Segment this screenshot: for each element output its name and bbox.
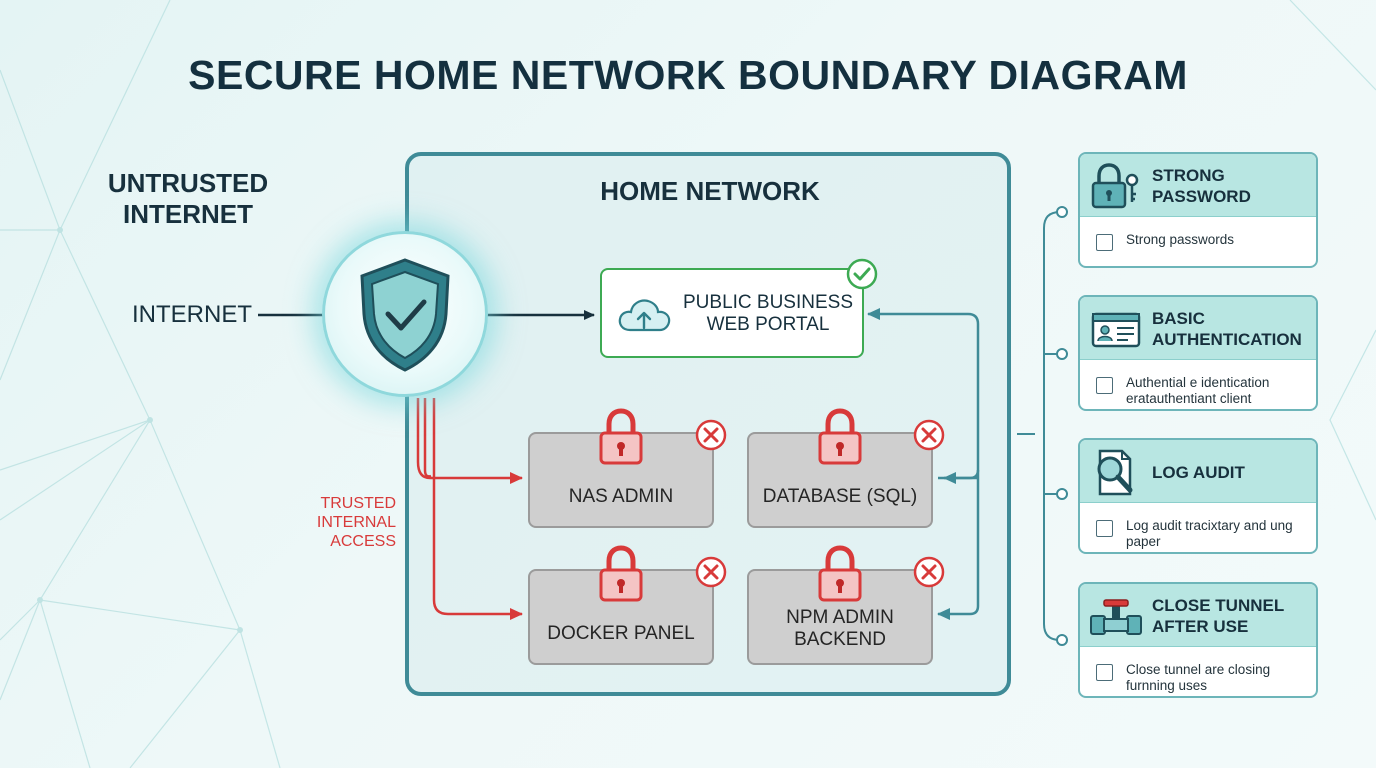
card-header: CLOSE TUNNEL AFTER USE	[1080, 584, 1316, 647]
card-text: Strong passwords	[1126, 232, 1235, 247]
card-text: Log audit tracixtary and ung paper	[1126, 518, 1293, 549]
card-header: BASIC AUTHENTICATION	[1080, 297, 1316, 360]
cloud-upload-icon	[618, 299, 671, 332]
card-title: LOG AUDIT	[1152, 463, 1245, 482]
untrusted-internet-label: UNTRUSTED INTERNET	[107, 168, 269, 229]
checkbox[interactable]	[1096, 520, 1113, 537]
service-label: DOCKER PANEL	[547, 623, 695, 644]
magnifier-document-icon	[1097, 449, 1133, 496]
service-label: DATABASE (SQL)	[762, 486, 918, 507]
internet-label: INTERNET	[132, 301, 252, 328]
padlock-icon	[818, 408, 862, 465]
card-title: BASIC AUTHENTICATION	[1152, 309, 1302, 349]
padlock-icon	[599, 545, 643, 602]
card-text: Close tunnel are closing furnning uses	[1126, 662, 1271, 693]
blocked-x-icon	[695, 556, 727, 588]
home-network-title: HOME NETWORK	[600, 176, 820, 206]
checkbox[interactable]	[1096, 234, 1113, 251]
padlock-key-icon	[1091, 163, 1139, 209]
card-log-audit: LOG AUDIT Log audit tracixtary and ung p…	[1078, 438, 1318, 554]
trusted-internal-access-label: TRUSTED INTERNAL ACCESS	[316, 495, 396, 550]
card-header: LOG AUDIT	[1080, 440, 1316, 503]
allowed-check-icon	[846, 258, 878, 290]
padlock-icon	[599, 408, 643, 465]
card-header: STRONG PASSWORD	[1080, 154, 1316, 217]
card-basic-authentication: BASIC AUTHENTICATION Authential e identi…	[1078, 295, 1318, 411]
shield-check-icon	[360, 258, 450, 372]
portal-label: PUBLIC BUSINESS WEB PORTAL	[683, 292, 853, 335]
database-service: DATABASE (SQL)	[747, 432, 933, 528]
card-close-tunnel: CLOSE TUNNEL AFTER USE Close tunnel are …	[1078, 582, 1318, 698]
service-label: NPM ADMIN BACKEND	[786, 607, 894, 650]
checkbox[interactable]	[1096, 664, 1113, 681]
diagram-title: SECURE HOME NETWORK BOUNDARY DIAGRAM	[188, 52, 1188, 98]
service-label: NAS ADMIN	[568, 486, 674, 507]
card-title: STRONG PASSWORD	[1152, 166, 1251, 206]
blocked-x-icon	[695, 419, 727, 451]
blocked-x-icon	[913, 556, 945, 588]
padlock-icon	[818, 545, 862, 602]
valve-pipe-icon	[1090, 599, 1142, 635]
card-strong-password: STRONG PASSWORD Strong passwords	[1078, 152, 1318, 268]
firewall-shield	[322, 231, 488, 397]
card-title: CLOSE TUNNEL AFTER USE	[1152, 596, 1284, 636]
blocked-x-icon	[913, 419, 945, 451]
public-web-portal: PUBLIC BUSINESS WEB PORTAL	[600, 268, 864, 358]
npm-admin-service: NPM ADMIN BACKEND	[747, 569, 933, 665]
checkbox[interactable]	[1096, 377, 1113, 394]
card-text: Authential e identication eratauthentian…	[1126, 375, 1270, 406]
id-card-icon	[1091, 312, 1141, 348]
